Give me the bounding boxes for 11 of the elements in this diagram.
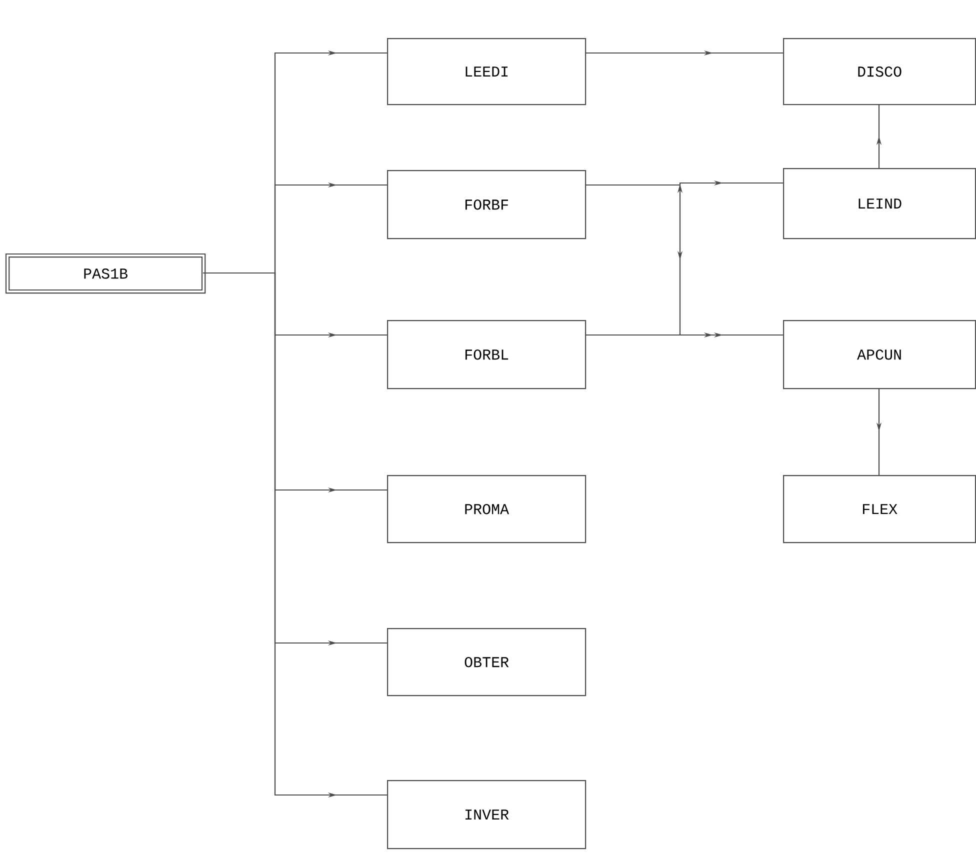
process-box: FORBL — [387, 320, 586, 390]
process-box: PAS1B — [5, 253, 206, 294]
process-box: FLEX — [783, 475, 976, 544]
process-box: PROMA — [387, 475, 586, 544]
process-box: OBTER — [387, 628, 586, 696]
process-box: LEEDI — [387, 38, 586, 106]
process-box: FORBF — [387, 170, 586, 240]
process-box: INVER — [387, 780, 586, 850]
process-box: APCUN — [783, 320, 976, 390]
process-box: LEIND — [783, 168, 976, 240]
process-box: DISCO — [783, 38, 976, 106]
